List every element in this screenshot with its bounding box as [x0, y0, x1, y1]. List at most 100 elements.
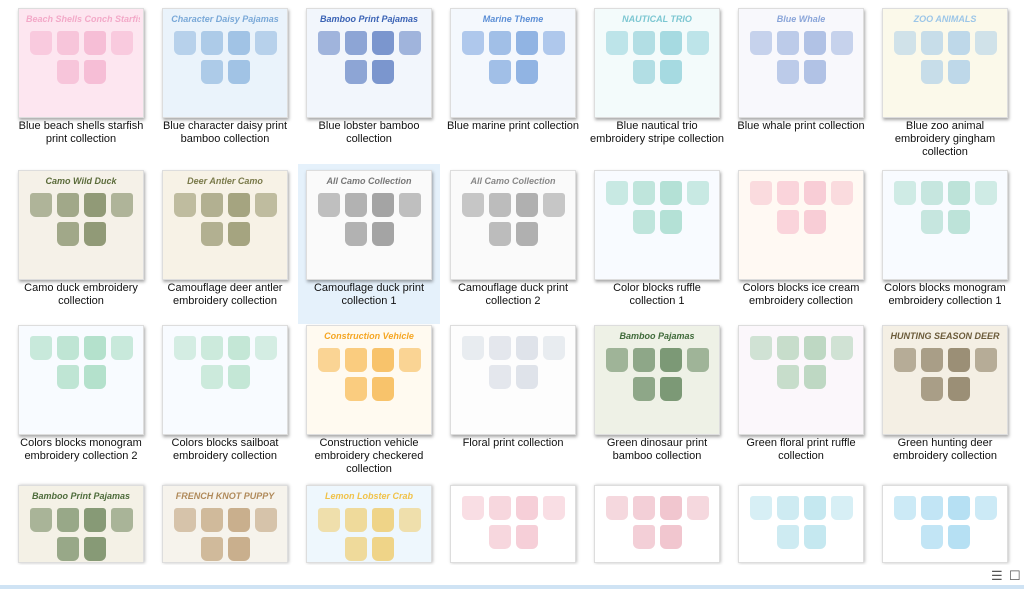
- garment-illustrations: [890, 31, 1000, 84]
- garment-illustrations: [458, 31, 568, 84]
- file-thumbnail: [882, 485, 1008, 563]
- garment-illustrations: [746, 181, 856, 234]
- status-bar: ☰ ☐: [0, 565, 1024, 589]
- file-thumbnail: [738, 325, 864, 435]
- thumbnail-title: Bamboo Print Pajamas: [319, 14, 419, 24]
- garment-illustrations: [314, 193, 424, 246]
- file-name: Blue zoo animal embroidery gingham colle…: [894, 120, 996, 158]
- thumbnail-title: Deer Antler Camo: [187, 176, 263, 186]
- garment-illustrations: [602, 181, 712, 234]
- file-thumbnail: Camo Wild Duck: [18, 170, 144, 280]
- thumbnail-title: Construction Vehicle: [324, 331, 414, 341]
- file-name: Colors blocks monogram embroidery collec…: [884, 282, 1006, 307]
- file-name: Green floral print ruffle collection: [746, 437, 856, 462]
- file-thumbnail: NAUTICAL TRIO: [594, 8, 720, 118]
- file-item[interactable]: Lemon Lobster Crab: [298, 479, 440, 563]
- thumbnail-title: Camo Wild Duck: [45, 176, 117, 186]
- thumbnail-title: FRENCH KNOT PUPPY: [175, 491, 275, 501]
- file-item[interactable]: FRENCH KNOT PUPPY: [154, 479, 296, 563]
- garment-illustrations: [602, 496, 712, 549]
- file-name: Construction vehicle embroidery checkere…: [314, 437, 424, 475]
- file-item[interactable]: Bamboo Print Pajamas: [10, 479, 152, 563]
- garment-illustrations: [890, 181, 1000, 234]
- file-thumbnail: HUNTING SEASON DEER: [882, 325, 1008, 435]
- garment-illustrations: [170, 193, 280, 246]
- file-thumbnail: Construction Vehicle: [306, 325, 432, 435]
- file-name: Color blocks ruffle collection 1: [613, 282, 701, 307]
- thumbnail-title: Lemon Lobster Crab: [324, 491, 413, 501]
- garment-illustrations: [170, 336, 280, 389]
- file-thumbnail: [162, 325, 288, 435]
- file-item[interactable]: Colors blocks sailboat embroidery collec…: [154, 319, 296, 479]
- garment-illustrations: [170, 508, 280, 561]
- file-thumbnail: Bamboo Print Pajamas: [18, 485, 144, 563]
- thumbnail-title: All Camo Collection: [326, 176, 412, 186]
- file-item[interactable]: ZOO ANIMALS Blue zoo animal embroidery gi…: [874, 2, 1016, 162]
- file-thumbnail: Bamboo Print Pajamas: [306, 8, 432, 118]
- garment-illustrations: [314, 31, 424, 84]
- file-thumbnail: [594, 170, 720, 280]
- file-thumbnail: Marine Theme: [450, 8, 576, 118]
- garment-illustrations: [890, 496, 1000, 549]
- garment-illustrations: [170, 31, 280, 84]
- file-item[interactable]: Colors blocks monogram embroidery collec…: [10, 319, 152, 479]
- file-name: Camouflage duck print collection 1: [313, 282, 425, 307]
- file-name: Blue whale print collection: [737, 120, 865, 132]
- file-thumbnail: [738, 485, 864, 563]
- file-item[interactable]: Color blocks ruffle collection 1: [586, 164, 728, 324]
- file-name: Blue character daisy print bamboo collec…: [162, 120, 288, 145]
- file-name: Blue marine print collection: [446, 120, 580, 132]
- file-name: Blue lobster bamboo collection: [318, 120, 420, 145]
- file-thumbnail: Beach Shells Conch Starfish: [18, 8, 144, 118]
- garment-illustrations: [314, 508, 424, 561]
- file-thumbnail: FRENCH KNOT PUPPY: [162, 485, 288, 563]
- file-thumbnail: [450, 485, 576, 563]
- file-thumbnail: ZOO ANIMALS: [882, 8, 1008, 118]
- garment-illustrations: [458, 496, 568, 549]
- file-item[interactable]: [442, 479, 584, 563]
- file-name: Green dinosaur print bamboo collection: [606, 437, 708, 462]
- garment-illustrations: [26, 508, 136, 561]
- file-thumbnail: Blue Whale: [738, 8, 864, 118]
- file-item[interactable]: [586, 479, 728, 563]
- garment-illustrations: [602, 348, 712, 401]
- file-item[interactable]: Green floral print ruffle collection: [730, 319, 872, 479]
- file-thumbnail: Character Daisy Pajamas: [162, 8, 288, 118]
- file-item[interactable]: Colors blocks ice cream embroidery colle…: [730, 164, 872, 324]
- file-name: Colors blocks ice cream embroidery colle…: [742, 282, 860, 307]
- file-item[interactable]: Colors blocks monogram embroidery collec…: [874, 164, 1016, 324]
- file-item[interactable]: Floral print collection: [442, 319, 584, 479]
- garment-illustrations: [602, 31, 712, 84]
- file-name: Floral print collection: [462, 437, 564, 449]
- file-item[interactable]: [874, 479, 1016, 563]
- file-thumbnail: [18, 325, 144, 435]
- large-icons-view-icon[interactable]: ☐: [1009, 568, 1021, 583]
- thumbnail-title: Blue Whale: [776, 14, 826, 24]
- garment-illustrations: [458, 336, 568, 389]
- file-name: Blue nautical trio embroidery stripe col…: [590, 120, 724, 145]
- file-name: Camouflage duck print collection 2: [457, 282, 569, 307]
- thumbnail-title: Bamboo Print Pajamas: [31, 491, 131, 501]
- file-thumbnail: [594, 485, 720, 563]
- file-name: Camouflage deer antler embroidery collec…: [167, 282, 283, 307]
- thumbnail-title: ZOO ANIMALS: [913, 14, 977, 24]
- file-thumbnail: [738, 170, 864, 280]
- file-item[interactable]: [730, 479, 872, 563]
- garment-illustrations: [458, 193, 568, 246]
- details-view-icon[interactable]: ☰: [991, 568, 1003, 583]
- garment-illustrations: [314, 348, 424, 401]
- garment-illustrations: [890, 348, 1000, 401]
